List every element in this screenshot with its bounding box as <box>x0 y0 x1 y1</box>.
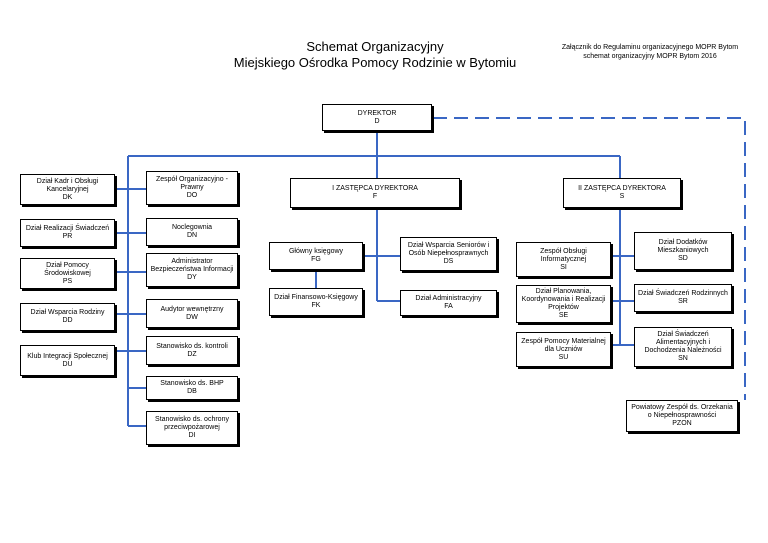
unit-di: Stanowisko ds. ochrony przeciwpożarowej … <box>146 411 238 445</box>
unit-name: Klub Integracji Społecznej <box>27 352 108 360</box>
unit-sr: Dział Świadczeń Rodzinnych SR <box>634 284 732 312</box>
attachment-note-line2: schemat organizacyjny MOPR Bytom 2016 <box>583 53 717 60</box>
unit-code: DY <box>187 274 197 281</box>
unit-code: FG <box>311 256 321 263</box>
unit-code: PZON <box>672 420 692 427</box>
unit-pr: Dział Realizacji Świadczeń PR <box>20 219 115 247</box>
unit-name: I ZASTĘPCA DYREKTORA <box>332 185 418 192</box>
page-title-line2: Miejskiego Ośrodka Pomocy Rodzinie w Byt… <box>233 55 517 70</box>
unit-code: DN <box>186 232 198 239</box>
unit-fg: Główny księgowy FG <box>269 242 363 270</box>
unit-dk: Dział Kadr i Obsługi Kancelaryjnej DK <box>20 174 115 205</box>
unit-name: Noclegownia <box>171 224 213 231</box>
unit-code: S <box>619 193 625 200</box>
unit-name: Zespół Obsługi Informatycznej <box>540 247 587 263</box>
unit-dy: Administrator Bezpieczeństwa Informacji … <box>146 253 238 287</box>
unit-code: DK <box>62 193 73 201</box>
page-title: Schemat Organizacyjny Miejskiego Ośrodka… <box>220 39 530 71</box>
unit-name: Stanowisko ds. kontroli <box>156 342 228 350</box>
unit-code: DD <box>62 317 73 324</box>
unit-si: Zespół Obsługi Informatycznej SI <box>516 242 611 277</box>
unit-code: SI <box>560 263 567 271</box>
unit-deputy1: I ZASTĘPCA DYREKTORA F <box>290 178 460 208</box>
attachment-note: Załącznik do Regulaminu organizacyjnego … <box>540 43 760 61</box>
unit-name: Dział Wsparcia Rodziny <box>30 309 105 316</box>
page-title-line1: Schemat Organizacyjny <box>306 39 444 54</box>
unit-dn: Noclegownia DN <box>146 218 238 246</box>
unit-deputy2: II ZASTĘPCA DYREKTORA S <box>563 178 681 208</box>
unit-se: Dział Planowania, Koordynowania i Realiz… <box>516 285 611 323</box>
unit-code: SN <box>678 355 688 362</box>
unit-dz: Stanowisko ds. kontroli DZ <box>146 336 238 365</box>
unit-sd: Dział Dodatków Mieszkaniowych SD <box>634 232 732 270</box>
unit-code: SD <box>678 255 688 262</box>
unit-code: SE <box>558 312 569 319</box>
unit-name: Dział Pomocy Środowiskowej <box>44 261 91 277</box>
unit-db: Stanowisko ds. BHP DB <box>146 376 238 400</box>
unit-fk: Dział Finansowo-Księgowy FK <box>269 288 363 316</box>
unit-name: Zespół Organizacyjno - Prawny <box>156 176 228 191</box>
unit-name: Dział Planowania, Koordynowania i Realiz… <box>521 288 606 311</box>
unit-dw: Audytor wewnętrzny DW <box>146 299 238 328</box>
unit-code: D <box>374 117 380 125</box>
unit-name: DYREKTOR <box>357 109 397 117</box>
unit-du: Klub Integracji Społecznej DU <box>20 345 115 376</box>
unit-name: Stanowisko ds. ochrony przeciwpożarowej <box>155 416 229 431</box>
unit-name: Dział Administracyjny <box>415 295 482 302</box>
unit-name: Powiatowy Zespół ds. Orzekania o Niepełn… <box>631 404 733 419</box>
unit-code: SU <box>558 353 569 361</box>
unit-pzon: Powiatowy Zespół ds. Orzekania o Niepełn… <box>626 400 738 432</box>
unit-name: Audytor wewnętrzny <box>160 305 224 313</box>
unit-name: Dział Świadczeń Rodzinnych <box>638 290 728 297</box>
unit-name: Dział Dodatków Mieszkaniowych <box>657 239 709 254</box>
unit-code: DW <box>186 313 198 321</box>
unit-su: Zespół Pomocy Materialnej dla Uczniów SU <box>516 332 611 367</box>
unit-code: FK <box>311 302 321 309</box>
unit-code: DZ <box>187 350 197 358</box>
attachment-note-line1: Załącznik do Regulaminu organizacyjnego … <box>561 44 739 51</box>
unit-code: F <box>372 193 378 200</box>
unit-code: FA <box>444 303 453 310</box>
unit-name: Dział Finansowo-Księgowy <box>274 294 358 301</box>
unit-director: DYREKTOR D <box>322 104 432 131</box>
unit-sn: Dział Świadczeń Alimentacyjnych i Dochod… <box>634 327 732 367</box>
unit-name: Stanowisko ds. BHP <box>160 380 224 387</box>
unit-name: Dział Kadr i Obsługi Kancelaryjnej <box>36 177 99 193</box>
unit-code: DO <box>186 192 198 199</box>
unit-name: Dział Świadczeń Alimentacyjnych i Dochod… <box>644 331 722 354</box>
unit-name: Dział Realizacji Świadczeń <box>25 225 110 232</box>
unit-code: PS <box>62 277 73 285</box>
unit-fa: Dział Administracyjny FA <box>400 290 497 316</box>
unit-code: DS <box>443 258 454 265</box>
unit-code: DB <box>187 388 197 395</box>
unit-code: PR <box>62 233 73 240</box>
unit-code: DU <box>62 360 73 368</box>
unit-code: DI <box>188 432 196 439</box>
unit-name: II ZASTĘPCA DYREKTORA <box>578 185 666 192</box>
unit-name: Zespół Pomocy Materialnej dla Uczniów <box>521 337 606 353</box>
unit-do: Zespół Organizacyjno - Prawny DO <box>146 171 238 205</box>
unit-ps: Dział Pomocy Środowiskowej PS <box>20 258 115 289</box>
unit-code: SR <box>678 298 688 305</box>
unit-ds: Dział Wsparcia Seniorów i Osób Niepełnos… <box>400 237 497 271</box>
unit-name: Dział Wsparcia Seniorów i Osób Niepełnos… <box>407 242 490 257</box>
unit-dd: Dział Wsparcia Rodziny DD <box>20 303 115 331</box>
unit-name: Administrator Bezpieczeństwa Informacji <box>150 258 234 273</box>
unit-name: Główny księgowy <box>288 248 344 255</box>
